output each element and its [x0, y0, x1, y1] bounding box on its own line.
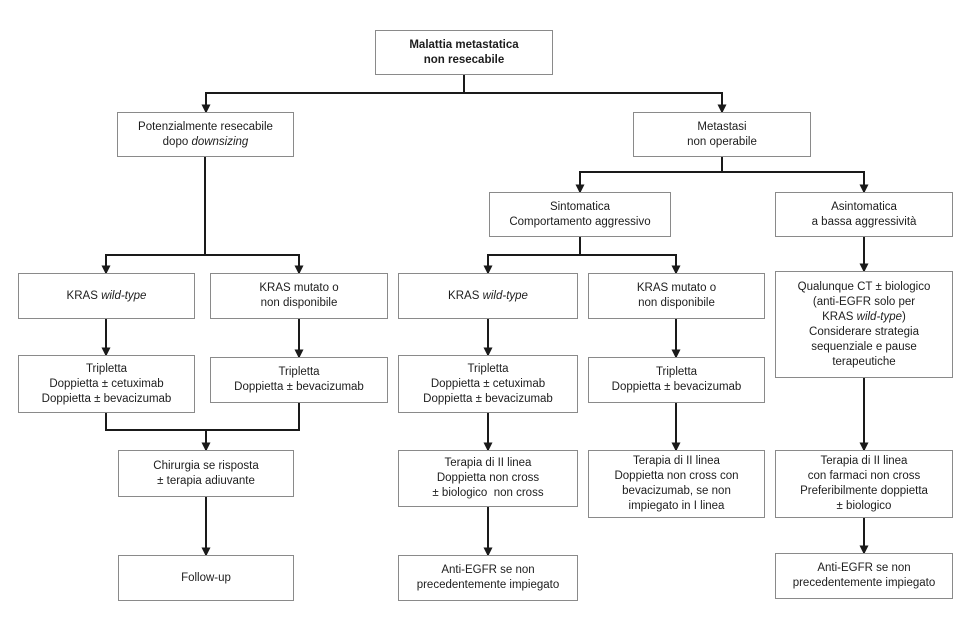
node-text-line: KRAS wild-type — [448, 289, 528, 302]
node-text-line: Sintomatica — [549, 200, 611, 213]
node-text-line: KRAS wild-type — [66, 289, 147, 302]
node-text-line: dopo downsizing — [162, 135, 249, 148]
node-text-line: Tripletta — [278, 366, 320, 378]
node-text-line: Tripletta — [85, 362, 128, 375]
node-text-line: bevacizumab, se non — [622, 485, 731, 497]
node-text-line: Doppietta ± bevacizumab — [41, 392, 172, 405]
node-text-line: non disponibile — [638, 297, 715, 309]
node-asintomatica: Asintomatica a bassa aggressività — [775, 192, 953, 237]
node-text-line: Tripletta — [655, 366, 698, 378]
node-text-line: Follow-up — [181, 571, 231, 584]
node-potenzialmente-resecabile: Potenzialmente resecabile dopo downsizing — [117, 112, 294, 157]
node-text-line: Terapia di II linea — [633, 455, 720, 467]
node-text-line: Considerare strategia — [809, 325, 919, 338]
node-text-line: a bassa aggressività — [811, 215, 917, 228]
edge-malattia-metastatica-to-metastasi-non-operabile — [464, 92, 727, 114]
node-text-line: precedentemente impiegato — [416, 579, 560, 591]
node-metastasi-non-operabile: Metastasi non operabile — [633, 112, 811, 157]
node-kras-mutato-2: KRAS mutato o non disponibile — [588, 273, 765, 319]
node-text-line: Preferibilmente doppietta — [800, 485, 928, 497]
node-text-line: terapeutiche — [832, 355, 896, 368]
edge-malattia-metastatica-to-potenzialmente-resecabile — [201, 75, 465, 114]
node-qualunque-ct: Qualunque CT ± biologico (anti-EGFR solo … — [775, 271, 953, 378]
node-text-line: (anti-EGFR solo per — [812, 295, 916, 308]
edge-metastasi-non-operabile-to-sintomatica — [575, 157, 723, 194]
node-text-line: Asintomatica — [831, 200, 897, 213]
node-kras-mutato-1: KRAS mutato o non disponibile — [210, 273, 388, 319]
node-kras-wild-type-2: KRAS wild-type — [398, 273, 578, 319]
edge-potenzialmente-resecabile-to-kras-wild-type-1 — [101, 157, 206, 275]
node-text-line: ± biologico non cross — [432, 487, 544, 499]
node-text-line: Chirurgia se risposta — [153, 459, 259, 472]
node-text-line: Doppietta ± bevacizumab — [611, 381, 742, 393]
node-terapia-ii-linea-c: Terapia di II linea con farmaci non cross… — [775, 450, 953, 518]
edge-potenzialmente-resecabile-to-kras-mutato-1 — [205, 254, 304, 275]
edge-sintomatica-to-kras-wild-type-2 — [483, 237, 581, 275]
node-text-line: precedentemente impiegato — [792, 577, 936, 589]
node-anti-egfr-2: Anti-EGFR se non precedentemente impiegat… — [775, 553, 953, 599]
node-text-line: Malattia metastatica — [409, 38, 519, 51]
node-text-line: non resecabile — [423, 53, 505, 66]
node-text-line: Metastasi — [697, 120, 747, 133]
node-text-line: Comportamento aggressivo — [509, 215, 651, 228]
node-text-line: Doppietta ± bevacizumab — [423, 392, 553, 405]
node-text-line: ± biologico — [836, 500, 892, 512]
node-malattia-metastatica: Malattia metastatica non resecabile — [375, 30, 553, 75]
node-text-line: ± terapia adiuvante — [157, 474, 255, 487]
node-text-line: KRAS mutato o — [636, 282, 717, 294]
node-text-line: Qualunque CT ± biologico — [797, 280, 931, 293]
node-kras-wild-type-1: KRAS wild-type — [18, 273, 195, 319]
node-text-line: non operabile — [687, 135, 757, 148]
node-text-line: sequenziale e pause — [811, 340, 917, 353]
node-text-line: Terapia di II linea — [444, 457, 532, 469]
node-follow-up: Follow-up — [118, 555, 294, 601]
node-text-line: Doppietta non cross con — [614, 470, 739, 482]
node-text-line: non disponibile — [260, 297, 338, 309]
node-text-line: con farmaci non cross — [807, 470, 921, 482]
node-text-line: Doppietta ± cetuximab — [430, 377, 546, 390]
node-text-line: Doppietta ± bevacizumab — [234, 381, 364, 393]
node-text-line: Terapia di II linea — [820, 455, 908, 467]
edge-tripletta-1-to-tripletta-2-join — [105, 403, 300, 431]
node-text-line: Anti-EGFR se non — [441, 564, 535, 576]
edge-metastasi-non-operabile-to-asintomatica — [722, 171, 869, 194]
node-text-line: KRAS wild-type) — [822, 310, 906, 323]
node-text-line: Doppietta ± cetuximab — [49, 377, 164, 390]
node-text-line: Doppietta non cross — [436, 472, 540, 484]
node-text-line: Potenzialmente resecabile — [138, 120, 273, 133]
node-chirurgia: Chirurgia se risposta ± terapia adiuvante — [118, 450, 294, 497]
node-text-line: impiegato in I linea — [628, 500, 725, 512]
node-text-line: Anti-EGFR se non — [817, 562, 911, 574]
node-anti-egfr-1: Anti-EGFR se non precedentemente impiegat… — [398, 555, 578, 601]
edge-sintomatica-to-kras-mutato-2 — [580, 254, 681, 275]
node-text-line: KRAS mutato o — [259, 282, 339, 294]
node-text-line: Tripletta — [467, 362, 509, 375]
